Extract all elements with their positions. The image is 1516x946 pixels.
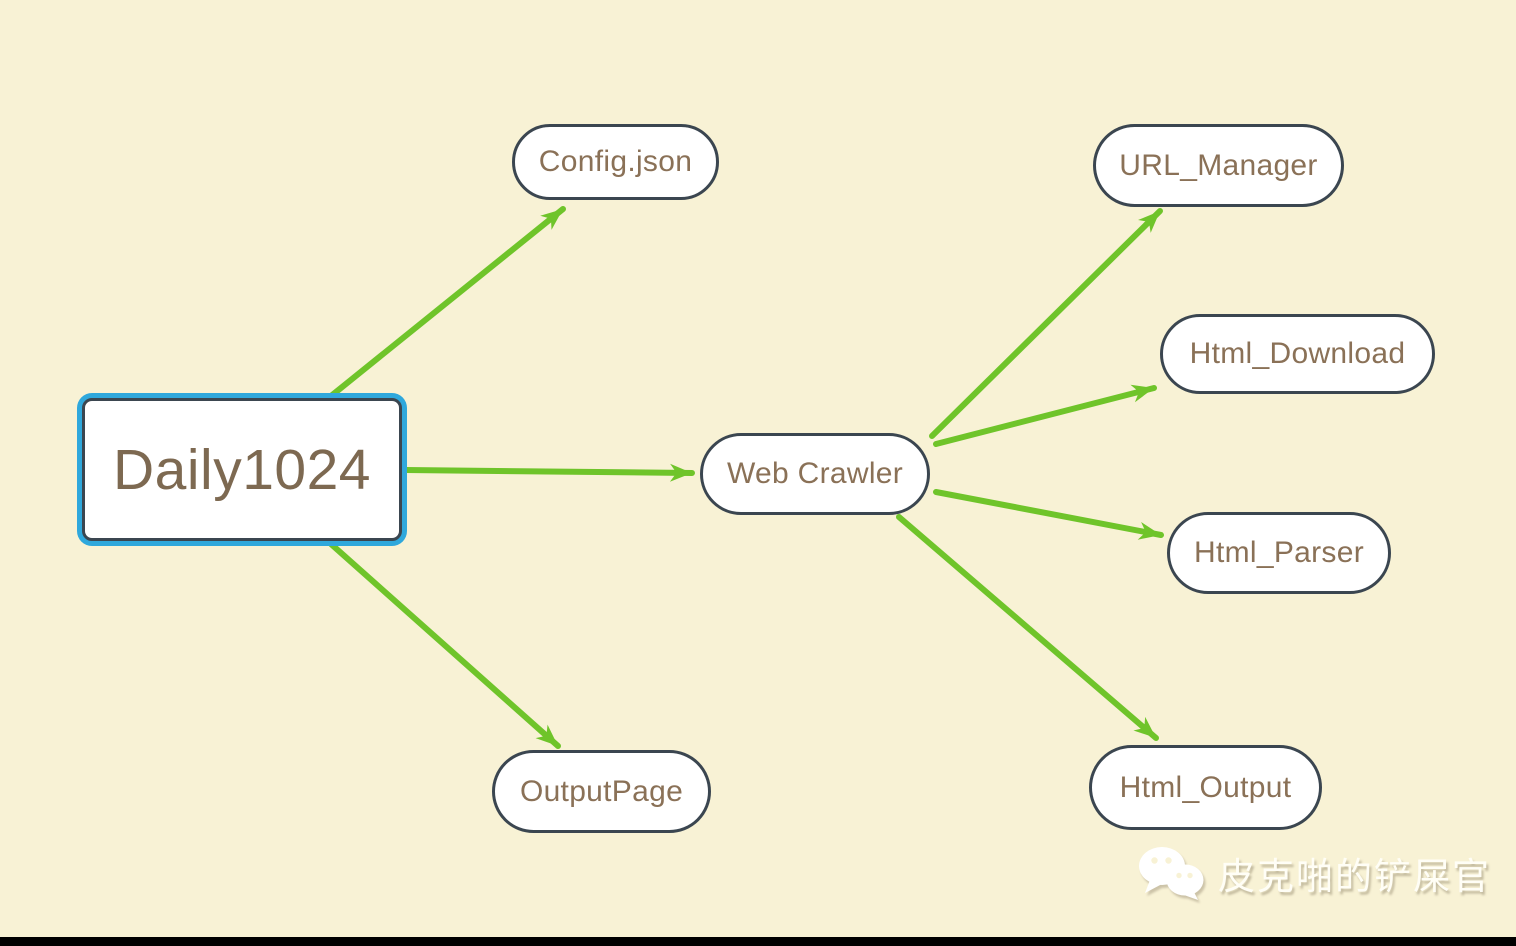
bottom-bar xyxy=(0,937,1516,946)
wechat-icon xyxy=(1139,847,1204,900)
watermark: 皮克啪的铲屎官 xyxy=(1138,846,1491,900)
node-html-output[interactable]: Html_Output xyxy=(1089,745,1322,830)
edge-daily1024-to-outputpage xyxy=(328,541,561,749)
node-html-output-label: Html_Output xyxy=(1119,770,1292,804)
node-html-download-label: Html_Download xyxy=(1189,337,1406,370)
node-html-parser[interactable]: Html_Parser xyxy=(1167,512,1391,594)
watermark-text: 皮克啪的铲屎官 xyxy=(1218,856,1491,897)
node-html-parser-label: Html_Parser xyxy=(1194,536,1364,569)
edge-daily1024-to-config-json xyxy=(328,206,566,399)
edge-web-crawler-to-html-download xyxy=(933,384,1157,447)
node-html-download[interactable]: Html_Download xyxy=(1160,314,1435,394)
edge-web-crawler-to-url-manager xyxy=(929,208,1163,439)
node-url-manager[interactable]: URL_Manager xyxy=(1093,124,1344,207)
edge-web-crawler-to-html-output xyxy=(896,514,1159,741)
node-daily1024[interactable]: Daily1024 xyxy=(82,398,402,541)
node-web-crawler-label: Web Crawler xyxy=(726,457,904,490)
edge-daily1024-to-web-crawler xyxy=(403,463,695,482)
node-web-crawler[interactable]: Web Crawler xyxy=(700,433,930,515)
edge-web-crawler-to-html-parser xyxy=(933,489,1164,540)
node-outputpage-label: OutputPage xyxy=(519,774,684,808)
node-url-manager-label: URL_Manager xyxy=(1119,148,1318,182)
node-outputpage[interactable]: OutputPage xyxy=(492,750,711,833)
node-daily1024-label: Daily1024 xyxy=(113,437,371,502)
node-config-json[interactable]: Config.json xyxy=(512,124,719,200)
node-config-json-label: Config.json xyxy=(538,145,693,178)
